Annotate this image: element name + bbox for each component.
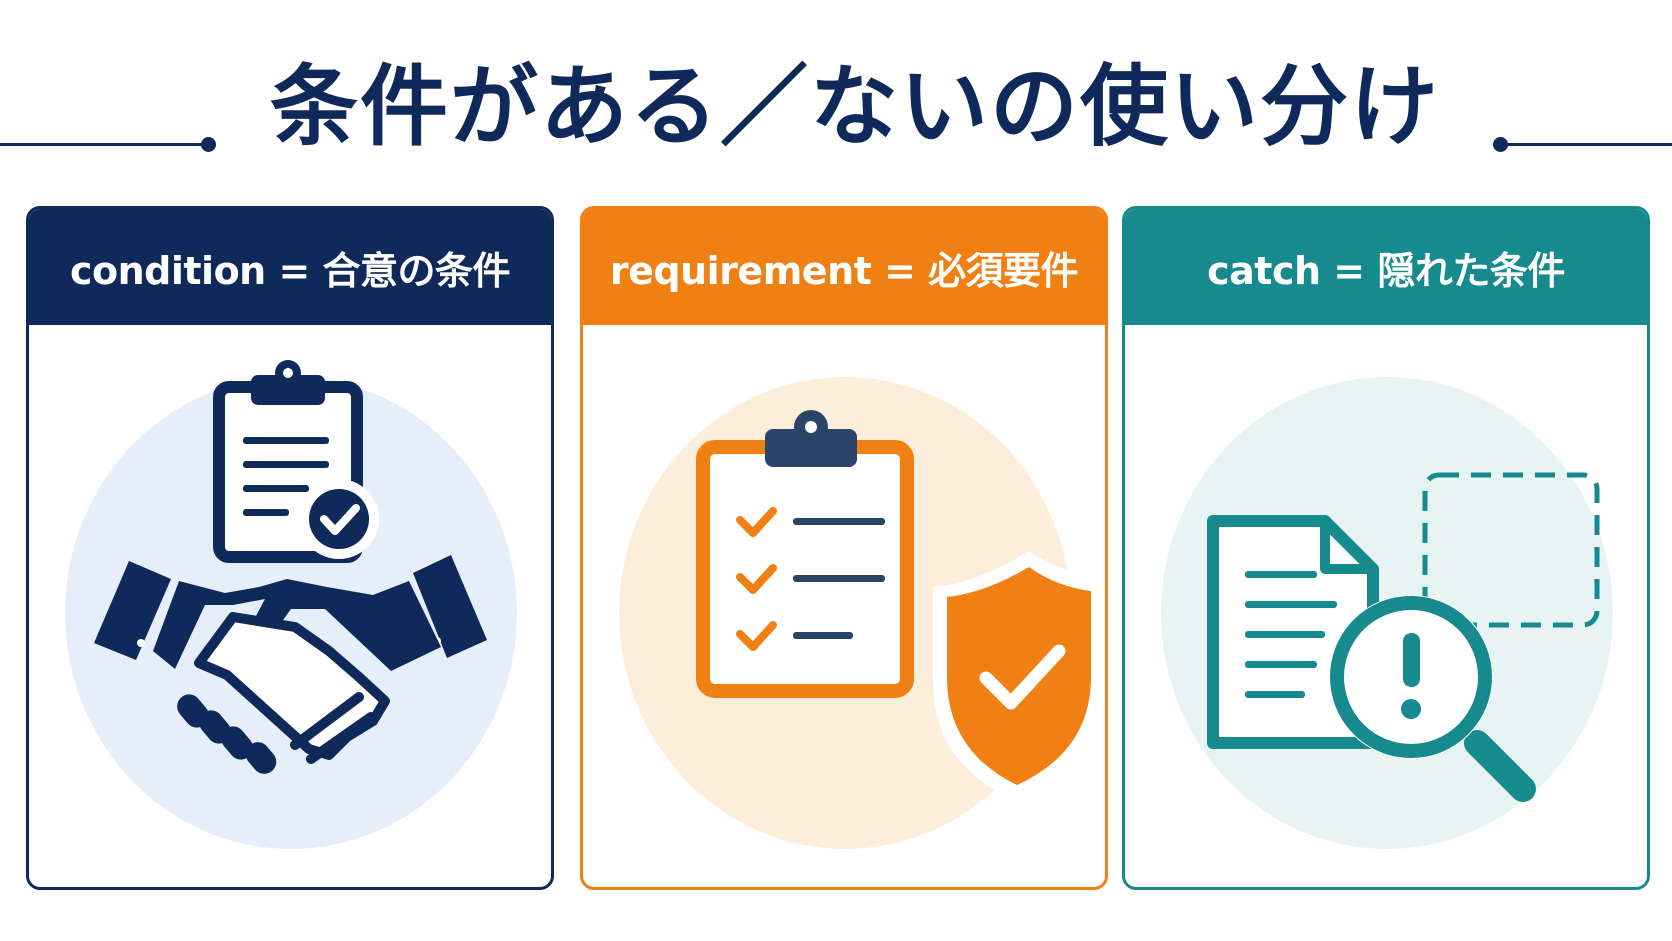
card-header-condition-label: condition = 合意の条件 [69,248,511,293]
card-condition: condition = 合意の条件 [26,206,554,890]
card-catch: catch = 隠れた条件 [1122,206,1650,890]
card-header-catch-label: catch = 隠れた条件 [1207,248,1565,293]
shield-check-icon [933,551,1103,801]
title-divider-left [0,143,210,146]
card-requirement: requirement = 必須要件 [580,206,1108,890]
requirement-illustration [696,410,1103,801]
card-header-requirement-label: requirement = 必須要件 [609,248,1079,293]
check-badge-icon [299,479,379,559]
card-header-condition: condition = 合意の条件 [29,209,551,325]
catch-illustration [1207,472,1600,802]
magnifier-warning-icon [1329,595,1536,802]
title-divider-right [1502,143,1672,146]
condition-illustration [94,360,487,774]
title-row [0,40,1672,170]
page-title: 条件がある／ないの使い分け [269,55,1440,158]
card-header-requirement: requirement = 必須要件 [583,209,1105,325]
title-divider-dot-right [1493,137,1508,152]
card-header-catch: catch = 隠れた条件 [1125,209,1647,325]
checklist-clipboard-icon [696,410,914,698]
handshake-icon [94,555,487,774]
title-divider-dot-left [201,137,216,152]
dashed-box-icon [1422,472,1600,628]
